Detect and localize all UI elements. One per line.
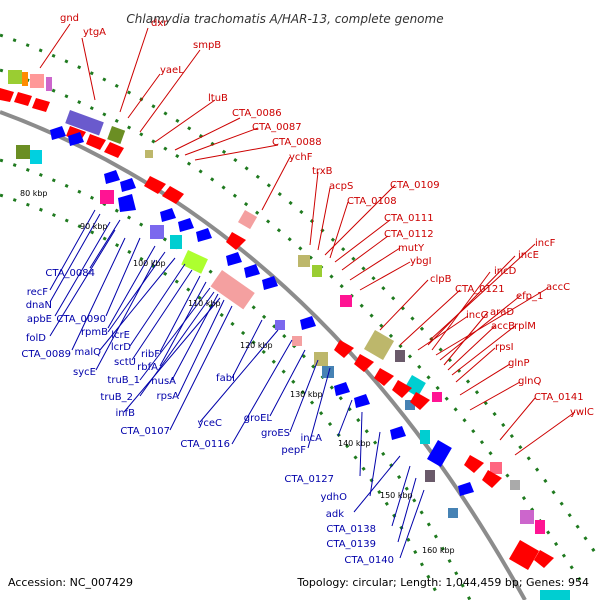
gene-label-forward: smpB (193, 40, 221, 51)
gene-label-forward: ybgI (410, 256, 432, 267)
feature-blocks (8, 70, 570, 600)
gene-label-reverse: CTA_0107 (120, 426, 170, 437)
gene-label-reverse: ydhO (321, 492, 348, 503)
reverse-gene-labels: CTA_0084 recF dnaN apbE CTA_0090 rpmB fo… (21, 268, 394, 566)
gene-label-forward: ytgA (83, 27, 106, 38)
gene-label-reverse: CTA_0139 (326, 539, 376, 550)
gene-label-forward: yaeL (160, 65, 184, 76)
gene-label-forward: CTA_0111 (384, 213, 434, 224)
outer-dotted-track-2 (0, 33, 600, 561)
gene-label-reverse: recF (27, 287, 49, 298)
reverse-arrows (50, 126, 474, 496)
gene-label-forward: ychF (289, 152, 313, 163)
gene-label-forward: clpB (430, 274, 452, 285)
gene-label-reverse: nusA (151, 376, 176, 387)
gene-label-forward: araD (490, 307, 514, 318)
gene-label-forward: incD (494, 266, 517, 277)
gene-label-reverse: groEL (244, 413, 273, 424)
scale-tick: 140 kbp (338, 439, 371, 448)
gene-label-forward: efp_1 (516, 291, 543, 302)
gene-label-forward: CTA_0086 (232, 108, 282, 119)
gene-label-reverse: adk (326, 509, 344, 520)
gene-label-reverse: infB (116, 408, 136, 419)
gene-label-reverse: rpmB (81, 327, 108, 338)
gene-label-forward: incE (518, 250, 539, 261)
gene-label-forward: trxB (312, 166, 333, 177)
gene-label-reverse: rpsA (156, 391, 179, 402)
gene-label-forward: acpS (329, 181, 353, 192)
gene-label-forward: ltuB (208, 93, 228, 104)
gene-label-forward: CTA_0087 (252, 122, 302, 133)
scale-tick: 100 kbp (133, 259, 166, 268)
gene-label-reverse: folD (26, 333, 46, 344)
genome-backbone (0, 110, 527, 600)
gene-label-forward: CTA_0121 (455, 284, 505, 295)
gene-label-forward: incF (535, 238, 556, 249)
gene-label-forward: glnP (508, 358, 530, 369)
gene-label-reverse: sycE (73, 367, 96, 378)
gene-label-reverse: sctU (114, 357, 136, 368)
scale-ticks: 80 kbp 90 kbp 100 kbp 110 kbp 120 kbp 13… (20, 189, 455, 555)
gene-label-reverse: CTA_0127 (284, 474, 334, 485)
scale-tick: 160 kbp (422, 546, 455, 555)
reverse-label-lines (49, 209, 425, 559)
forward-arrows (0, 88, 554, 568)
gene-label-forward: CTA_0141 (534, 392, 584, 403)
outer-dotted-track-1 (0, 68, 582, 581)
gene-label-reverse: yceC (197, 418, 222, 429)
scale-tick: 90 kbp (80, 222, 108, 231)
gene-label-reverse: ribF (141, 349, 160, 360)
gene-label-forward: ywlC (570, 407, 594, 418)
gene-label-reverse: dnaN (26, 300, 52, 311)
scale-tick: 130 kbp (290, 390, 323, 399)
gene-label-reverse: CTA_0138 (326, 524, 376, 535)
gene-label-reverse: CTA_0140 (344, 555, 394, 566)
gene-label-reverse: CTA_0089 (21, 349, 71, 360)
forward-gene-labels: gnd ytgA dxr yaeL smpB ltuB CTA_0086 CTA… (60, 13, 594, 418)
gene-label-forward: gnd (60, 13, 79, 24)
scale-tick: 120 kbp (240, 341, 273, 350)
accession-label: Accession: NC_007429 (8, 576, 133, 589)
gene-label-reverse: CTA_0116 (180, 439, 230, 450)
gene-label-forward: dxr (151, 18, 168, 29)
genome-summary: Topology: circular; Length: 1,044,459 bp… (296, 576, 589, 589)
gene-label-forward: mutY (398, 243, 425, 254)
gene-label-forward: glnQ (518, 376, 541, 387)
gene-label-reverse: rbfA (137, 362, 158, 373)
map-title: Chlamydia trachomatis A/HAR-13, complete… (126, 12, 443, 26)
gene-label-forward: rpsI (495, 342, 514, 353)
gene-label-reverse: apbE (27, 314, 52, 325)
forward-label-lines (39, 23, 576, 456)
gene-label-reverse: CTA_0090 (56, 314, 106, 325)
gene-label-reverse: lcrE (111, 330, 130, 341)
gene-label-reverse: incA (301, 433, 323, 444)
scale-tick: 110 kbp (188, 299, 221, 308)
scale-tick: 150 kbp (380, 491, 413, 500)
gene-label-forward: CTA_0108 (347, 196, 397, 207)
gene-label-forward: accB (491, 321, 515, 332)
gene-label-forward: rplM (514, 321, 536, 332)
gene-label-forward: CTA_0088 (272, 137, 322, 148)
gene-label-forward: CTA_0112 (384, 229, 434, 240)
gene-label-reverse: pepF (281, 445, 306, 456)
gene-label-forward: CTA_0109 (390, 180, 440, 191)
scale-tick: 80 kbp (20, 189, 48, 198)
gene-label-reverse: truB_2 (100, 392, 133, 403)
gene-label-reverse: CTA_0084 (45, 268, 95, 279)
gene-label-reverse: truB_1 (107, 375, 140, 386)
gene-label-reverse: groES (261, 428, 290, 439)
gene-label-reverse: lcrD (111, 342, 131, 353)
gene-label-reverse: fabI (216, 373, 235, 384)
gene-label-reverse: malQ (74, 347, 101, 358)
gene-label-forward: incG (466, 310, 488, 321)
gene-label-forward: accC (546, 282, 570, 293)
